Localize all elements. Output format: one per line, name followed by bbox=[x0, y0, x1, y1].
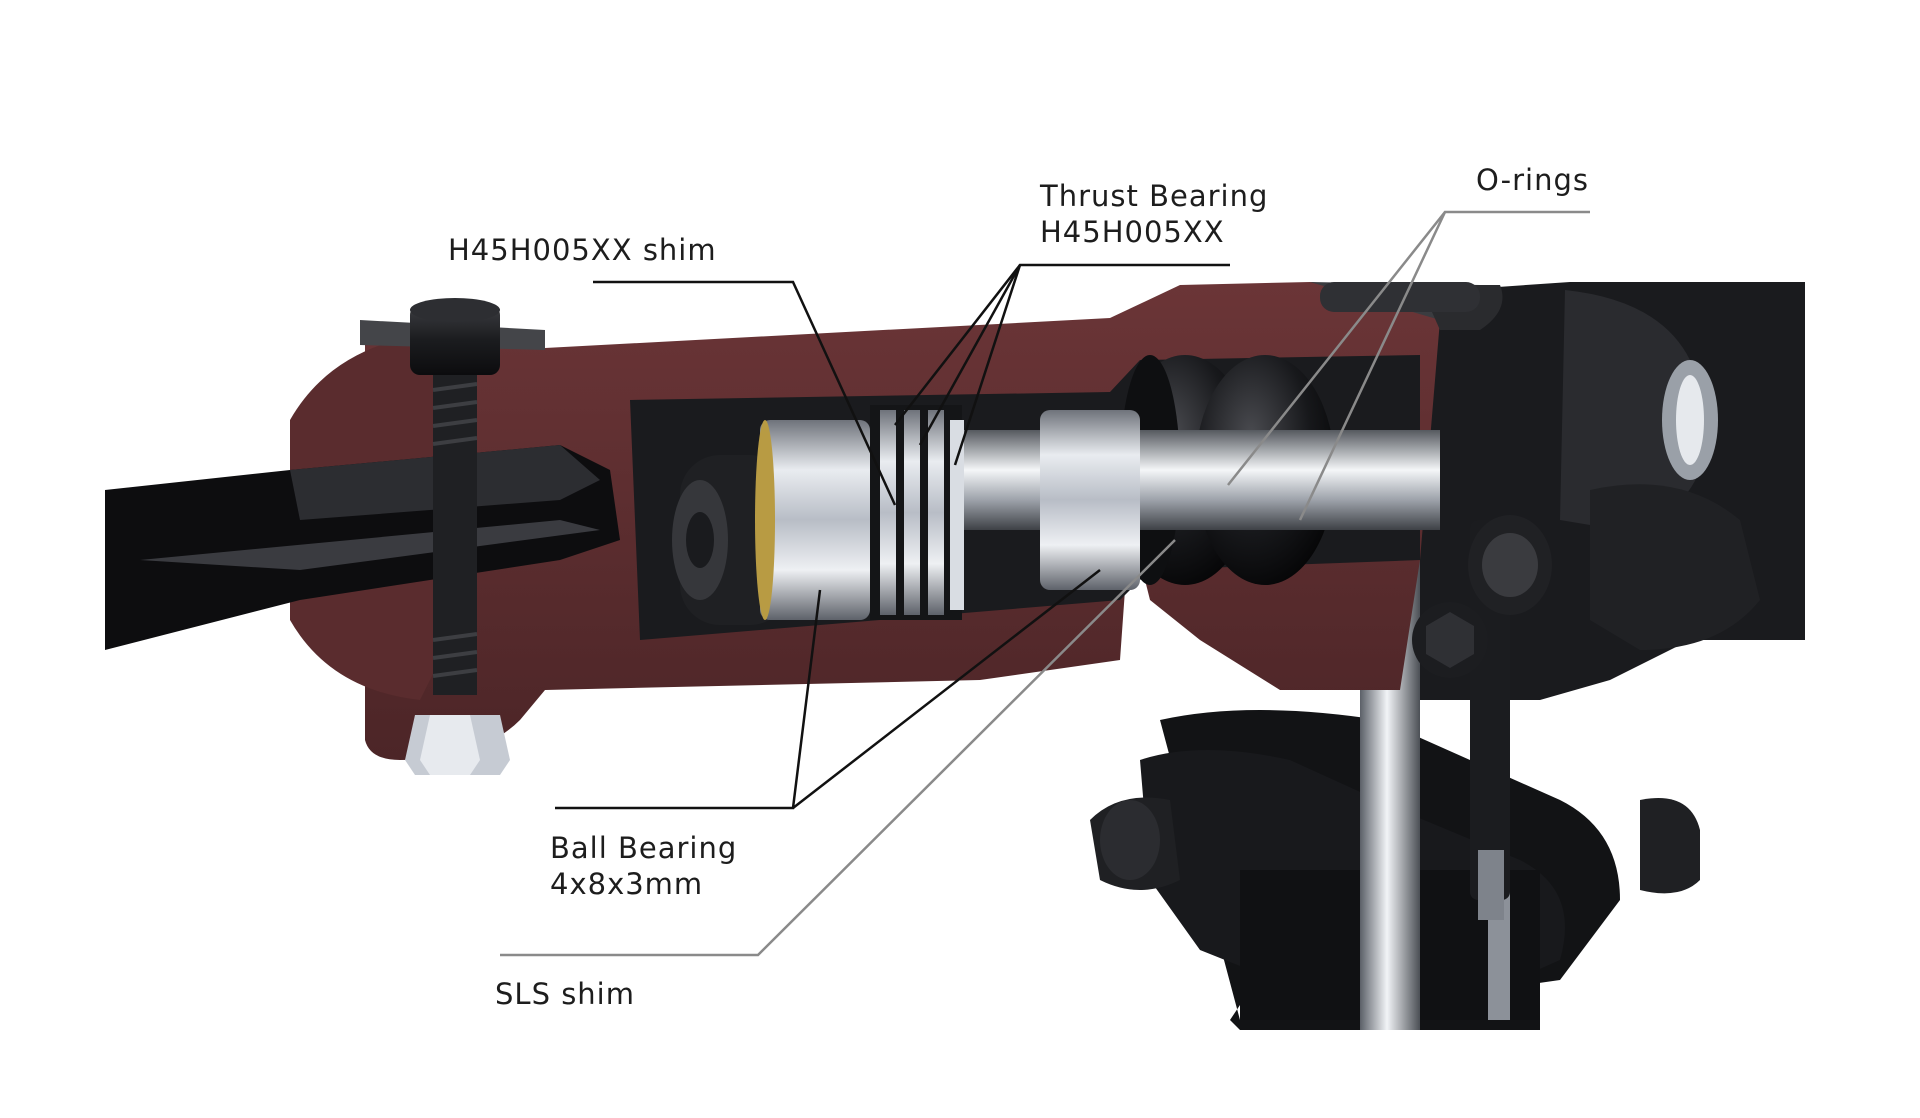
leader-ball-bearing-2 bbox=[792, 569, 1101, 809]
leader-shim-top bbox=[593, 280, 897, 506]
upper-collar bbox=[1320, 282, 1480, 312]
label-thrust-line1: Thrust Bearing bbox=[1040, 179, 1269, 213]
thrust-bearing bbox=[870, 405, 964, 620]
link-rod bbox=[1412, 515, 1552, 920]
leader-thrust-2 bbox=[918, 264, 1022, 446]
label-thrust-bearing: Thrust Bearing H45H005XX bbox=[1040, 178, 1268, 250]
leader-sls-shim bbox=[500, 539, 1176, 957]
blade-arm bbox=[105, 445, 620, 650]
label-orings: O-rings bbox=[1476, 163, 1589, 197]
label-ball-line2: 4x8x3mm bbox=[550, 867, 704, 901]
leader-orings-2 bbox=[1298, 211, 1447, 521]
blade-bolt bbox=[405, 298, 510, 775]
label-shim-top: H45H005XX shim bbox=[448, 233, 717, 267]
ball-bearings bbox=[755, 410, 1140, 620]
spindle-shaft bbox=[900, 430, 1440, 530]
leader-thrust-3 bbox=[953, 264, 1022, 466]
leader-lines bbox=[500, 210, 1590, 957]
label-ball-line1: Ball Bearing bbox=[550, 831, 738, 865]
label-sls-shim: SLS shim bbox=[495, 977, 635, 1011]
label-thrust-line2: H45H005XX bbox=[1040, 215, 1225, 249]
label-ball-bearing: Ball Bearing 4x8x3mm bbox=[550, 830, 737, 902]
